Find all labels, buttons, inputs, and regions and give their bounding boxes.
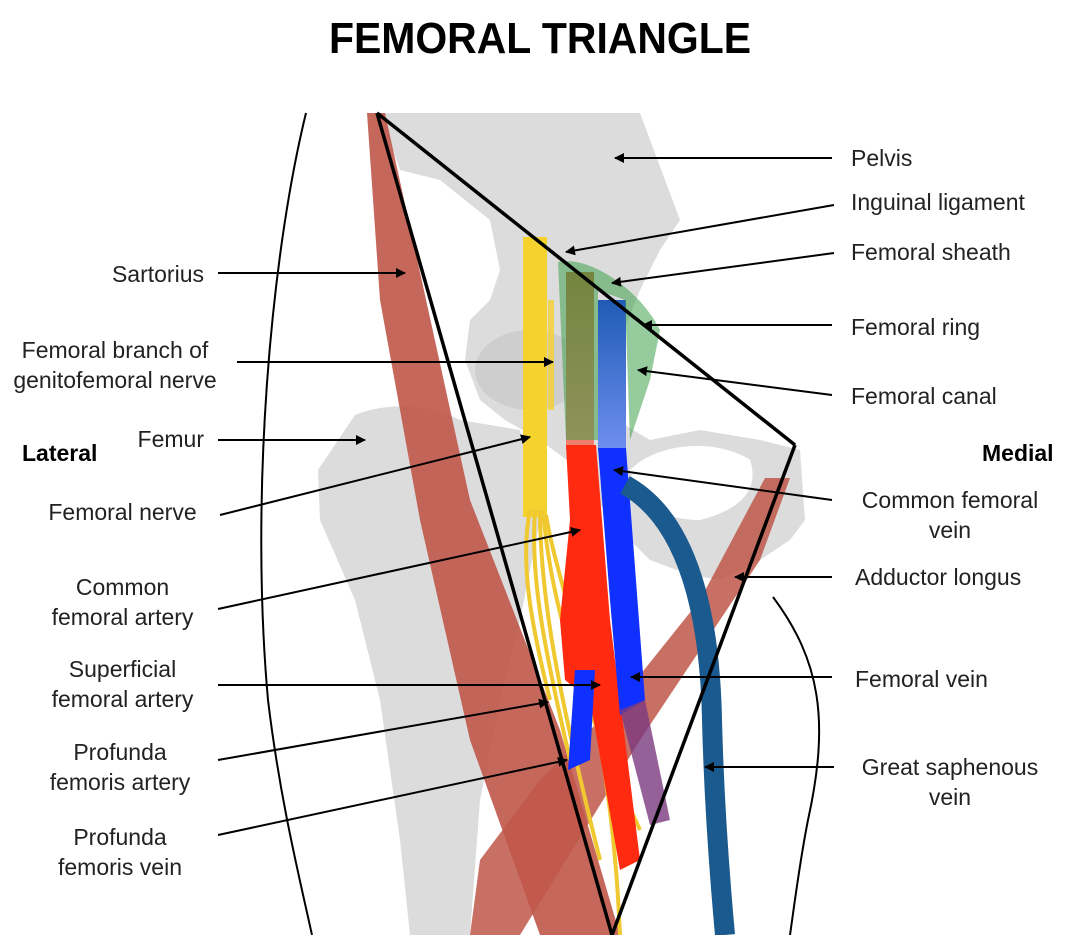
femoral-artery [560, 445, 640, 870]
label-femoral-vein: Femoral vein [855, 666, 988, 692]
thigh-outline-left [260, 112, 313, 935]
leader-inguinal-ligament [565, 204, 835, 256]
leader-common-femoral-vein [613, 466, 833, 501]
label-femoral-ring: Femoral ring [851, 314, 981, 340]
triangle-boundary-sartorius [375, 112, 614, 935]
label-femoral-sheath: Femoral sheath [851, 239, 1011, 265]
genitofemoral-branch [548, 300, 554, 410]
label-femoral-canal: Femoral canal [851, 383, 997, 409]
profunda-femoris-vein-shape [568, 670, 595, 770]
label-adductor-longus: Adductor longus [855, 564, 1022, 590]
femoral-sheath [558, 261, 660, 440]
label-femur: Femur [137, 426, 204, 452]
common-femoral-vein-upper [598, 300, 626, 450]
leader-femoral-nerve [219, 434, 531, 516]
leader-common-femoral-artery [217, 527, 581, 610]
label-sartorius: Sartorius [111, 261, 204, 287]
leader-femoral-sheath [611, 252, 835, 287]
sartorius-muscle [367, 113, 620, 935]
femoral-nerve-trunk [523, 237, 547, 517]
triangle-boundary-inguinal [375, 111, 797, 447]
thigh-outline-right [772, 596, 821, 935]
label-pelvis: Pelvis [851, 145, 913, 171]
page-title: FEMORAL TRIANGLE [328, 14, 752, 63]
leader-femoral-canal [637, 366, 833, 396]
femoral-vein-body [598, 448, 645, 715]
lateral-label: Lateral [22, 440, 98, 466]
triangle-boundary-adductor [610, 444, 797, 935]
femoral-vein-lower [620, 700, 670, 825]
great-saphenous-vein [619, 476, 735, 935]
label-femoral-nerve: Femoral nerve [48, 499, 197, 525]
leader-profunda-femoris-artery [217, 698, 549, 761]
medial-label: Medial [982, 440, 1054, 466]
label-inguinal-ligament: Inguinal ligament [851, 189, 1025, 215]
leader-profunda-femoris-vein [217, 757, 568, 836]
